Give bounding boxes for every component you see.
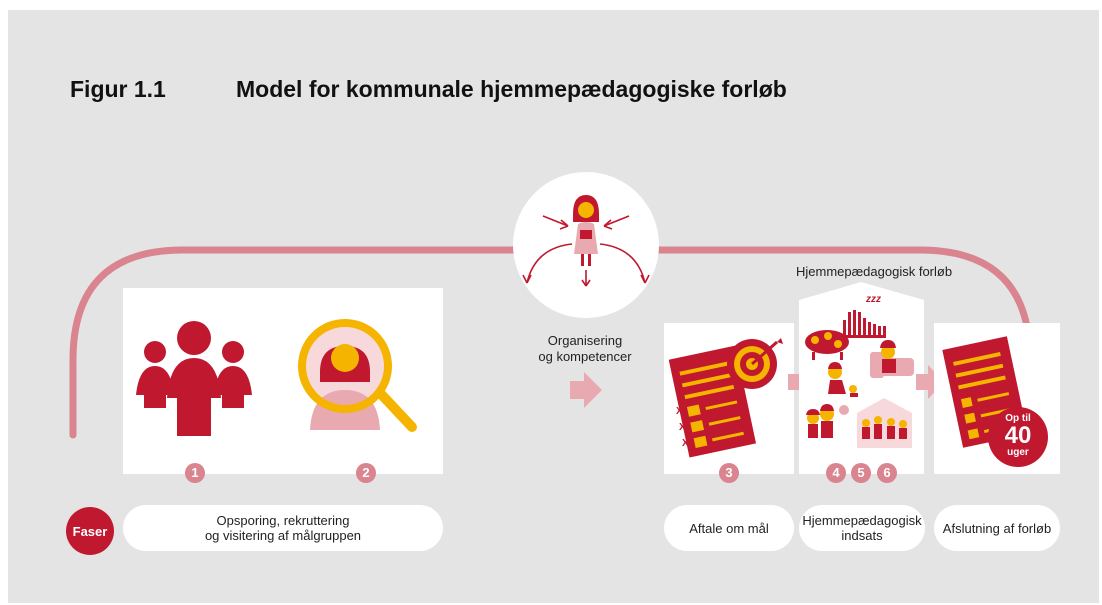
- duration-badge: Op til 40 uger: [1004, 413, 1032, 458]
- sleep-zzz: zzz: [866, 294, 881, 305]
- step-marker-1: 1: [185, 463, 205, 483]
- house-label: Hjemmepædagogisk forløb: [796, 264, 953, 279]
- checklist-mark-1: X: [676, 406, 683, 417]
- phase-pill-2: Aftale om mål: [664, 505, 794, 551]
- step-marker-6: 6: [877, 463, 897, 483]
- figure-title: Model for kommunale hjemmepædagogiske fo…: [236, 76, 787, 102]
- step-marker-2: 2: [356, 463, 376, 483]
- step-marker-3: 3: [719, 463, 739, 483]
- step-marker-4: 4: [826, 463, 846, 483]
- step-marker-5: 5: [851, 463, 871, 483]
- checklist-mark-3: X: [682, 438, 689, 449]
- phase-pill-4: Afslutning af forløb: [934, 505, 1060, 551]
- faser-badge: Faser: [66, 507, 114, 555]
- figure-number: Figur 1.1: [70, 76, 166, 102]
- checklist-mark-2: X: [679, 422, 686, 433]
